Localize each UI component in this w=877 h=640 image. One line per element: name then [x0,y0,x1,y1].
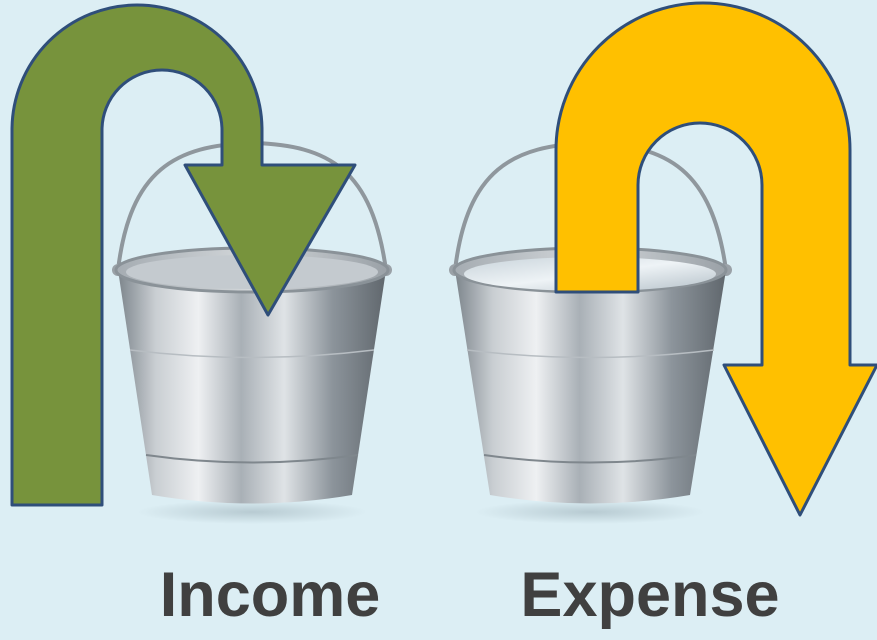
expense-u-turn-arrow-icon [554,1,877,517]
income-label: Income [159,560,381,630]
expense-label: Expense [520,560,780,630]
income-u-turn-arrow-icon [10,3,357,507]
